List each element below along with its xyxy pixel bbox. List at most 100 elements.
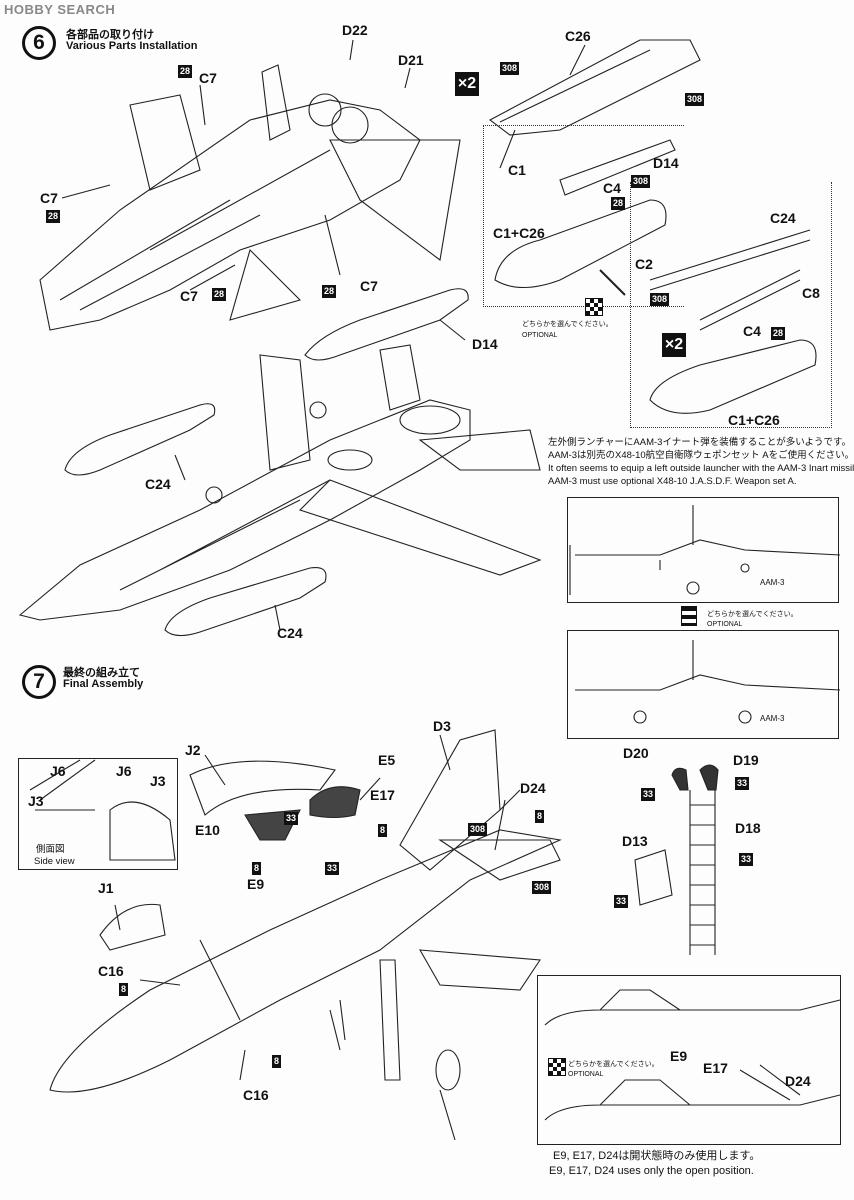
code-badge: 28	[611, 197, 626, 210]
step-6-number: 6	[22, 26, 56, 60]
part-label-d13: D13	[622, 833, 648, 849]
main-aircraft-fin-2	[379, 344, 421, 411]
code-badge: 33	[739, 853, 754, 866]
ladder-d19	[699, 764, 719, 791]
aam3-panel-bottom	[567, 630, 839, 739]
part-label-c1: C1	[508, 162, 526, 178]
d14-tank	[304, 288, 469, 361]
code-badge: 33	[735, 777, 750, 790]
code-badge: 28	[212, 288, 227, 301]
part-label-c8: C8	[802, 285, 820, 301]
part-label-c26: C26	[565, 28, 591, 44]
optional-text-en: OPTIONAL	[522, 332, 558, 339]
part-label-e9: E9	[247, 876, 265, 892]
code-badge: 308	[631, 175, 651, 188]
code-badge: 8	[119, 983, 129, 996]
optional-arrow-icon	[681, 606, 697, 626]
open-position-note-jp: E9, E17, D24は開状態時のみ使用します。	[553, 1150, 761, 1162]
side-view-en: Side view	[34, 856, 75, 867]
code-badge: 308	[532, 881, 552, 894]
final-ladder-small	[379, 959, 401, 1081]
code-badge: 28	[46, 210, 61, 223]
code-badge: 28	[322, 285, 337, 298]
part-label-d14: D14	[472, 336, 498, 352]
part-label-c24: C24	[145, 476, 171, 492]
side-view-jp: 側面図	[36, 844, 65, 855]
final-aircraft-nose	[49, 829, 562, 1093]
part-label-c24: C24	[770, 210, 796, 226]
upper-aircraft-stab	[229, 248, 302, 321]
code-badge: 8	[252, 862, 262, 875]
optional-text-en: OPTIONAL	[568, 1071, 604, 1078]
code-badge: 308	[468, 823, 488, 836]
part-label-c2: C2	[635, 256, 653, 272]
option-box-a	[483, 125, 684, 307]
part-label-d19: D19	[733, 752, 759, 768]
part-label-d3: D3	[433, 718, 451, 734]
part-label-d21: D21	[398, 52, 424, 68]
c24-tank-left	[64, 403, 216, 476]
upper-aircraft-fin	[129, 94, 201, 191]
ladder-d18	[689, 790, 716, 955]
code-badge: 28	[771, 327, 786, 340]
part-label-c24: C24	[277, 625, 303, 641]
c1c26-pylon-2	[649, 339, 817, 414]
code-badge: 28	[178, 65, 193, 78]
part-label-d20: D20	[623, 745, 649, 761]
part-label-e10: E10	[195, 822, 220, 838]
ladder-d13	[634, 849, 673, 906]
part-label-e17: E17	[703, 1060, 728, 1076]
part-label-c4: C4	[603, 180, 621, 196]
optional-arrow-icon	[585, 298, 603, 316]
step-6-title-jp: 各部品の取り付け	[66, 29, 154, 41]
final-j1-windscreen	[99, 903, 166, 951]
main-aircraft-wing-left	[298, 479, 542, 576]
code-badge: 308	[500, 62, 520, 75]
part-label-e17: E17	[370, 787, 395, 803]
part-label-c1c26: C1+C26	[493, 225, 545, 241]
part-label-j3: J3	[150, 773, 166, 789]
code-badge: 33	[614, 895, 629, 908]
part-label-d24: D24	[520, 780, 546, 796]
watermark-logo: HOBBY SEARCH	[4, 2, 116, 17]
part-label-d18: D18	[735, 820, 761, 836]
part-label-c7: C7	[360, 278, 378, 294]
part-label-e9: E9	[670, 1048, 688, 1064]
upper-aircraft-body	[39, 99, 421, 331]
part-label-c7: C7	[180, 288, 198, 304]
optional-text-jp: どちらかを選んでください。	[707, 611, 798, 618]
part-label-e5: E5	[378, 752, 396, 768]
aam3-panel-top	[567, 497, 839, 603]
part-label-j6: J6	[116, 763, 132, 779]
code-badge: 8	[535, 810, 545, 823]
code-badge: 33	[641, 788, 656, 801]
side-view-inset	[18, 758, 178, 870]
part-label-c16: C16	[98, 963, 124, 979]
code-badge: 8	[272, 1055, 282, 1068]
note-line-4: AAM-3 must use optional X48-10 J.A.S.D.F…	[548, 476, 797, 487]
part-label-j6: J6	[50, 763, 66, 779]
note-line-1: 左外側ランチャーにAAM-3イナート弾を装備することが多いようです。	[548, 437, 852, 448]
code-badge: 33	[325, 862, 340, 875]
code-badge: 308	[650, 293, 670, 306]
step-6-title-en: Various Parts Installation	[66, 40, 198, 52]
part-label-c1c26: C1+C26	[728, 412, 780, 428]
part-label-c16: C16	[243, 1087, 269, 1103]
optional-text-en: OPTIONAL	[707, 621, 743, 628]
final-d3-fin	[399, 729, 501, 871]
part-label-d24: D24	[785, 1073, 811, 1089]
option-box-b	[630, 182, 832, 428]
code-badge: 8	[378, 824, 388, 837]
note-line-2: AAM-3は別売のX48-10航空自衛隊ウェポンセット Aをご使用ください。	[548, 450, 854, 461]
optional-text-jp: どちらかを選んでください。	[568, 1061, 659, 1068]
part-label-j2: J2	[185, 742, 201, 758]
upper-aircraft-fin-2	[261, 64, 291, 141]
part-label-c4: C4	[743, 323, 761, 339]
final-wing	[438, 839, 561, 881]
upper-aircraft-wing	[329, 139, 461, 261]
part-label-d22: D22	[342, 22, 368, 38]
c1c26-pylon	[494, 199, 667, 288]
aam3-label: AAM-3	[760, 578, 785, 587]
